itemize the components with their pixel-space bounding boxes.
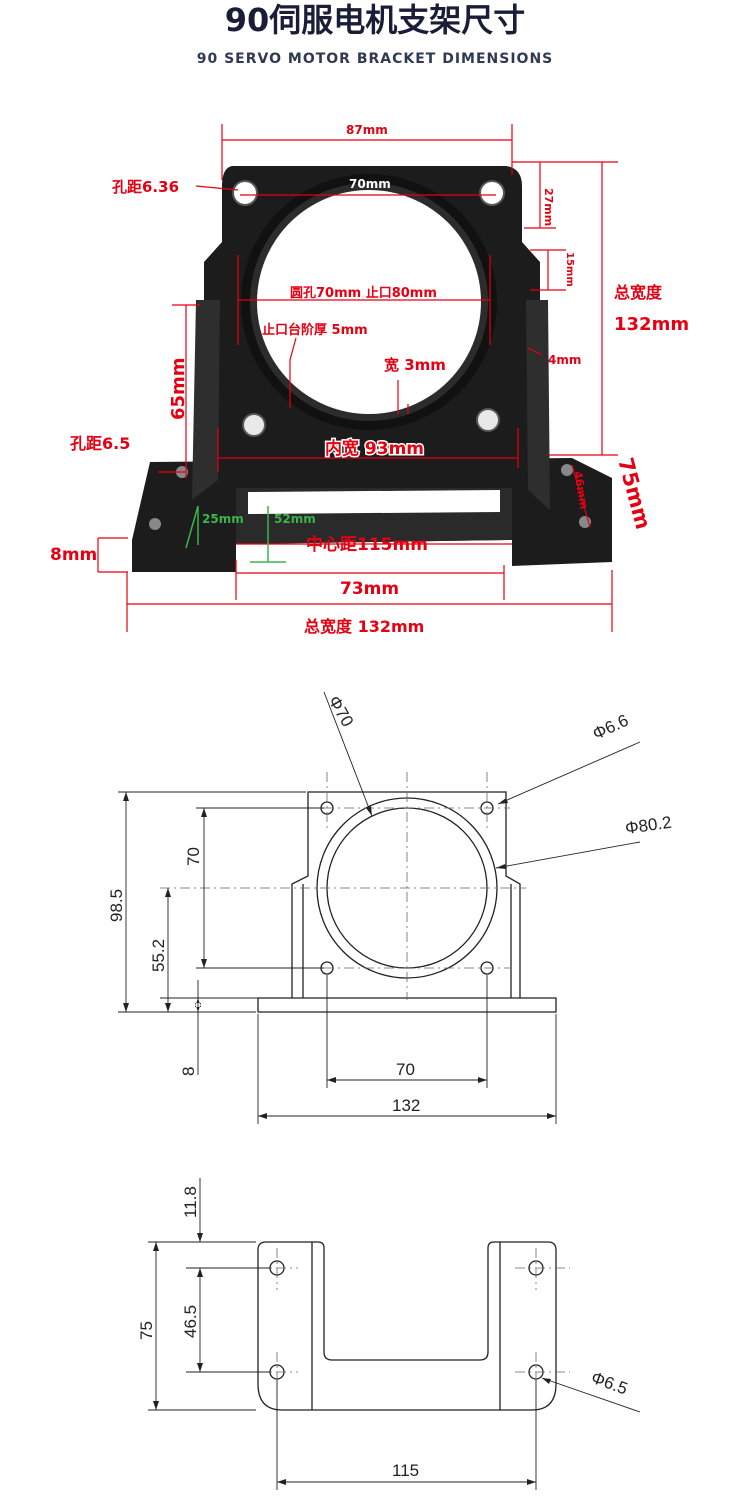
label-dim-52: 52mm <box>274 512 316 526</box>
label-depth-75: 75mm <box>613 455 655 532</box>
label-width-total: 132 <box>392 1096 420 1115</box>
label-top-width: 87mm <box>346 123 388 137</box>
label-bore-dia: Φ70 <box>325 693 358 731</box>
bracket-photo <box>132 166 612 572</box>
page-subtitle: 90 SERVO MOTOR BRACKET DIMENSIONS <box>196 51 554 67</box>
label-spigot-step: 止口台阶厚 5mm <box>262 322 368 338</box>
label-hole-spacing: 46.5 <box>181 1305 200 1338</box>
label-hole-spacing-top: 70mm <box>349 177 391 191</box>
label-hole-spacing-v: 70 <box>184 847 203 866</box>
label-base-8: 8mm <box>50 545 97 565</box>
photo-green-dimension-lines <box>185 505 286 563</box>
label-height-27: 27mm <box>542 188 555 226</box>
label-hole-spacing-h: 70 <box>396 1060 415 1079</box>
label-base-thickness: 8 <box>179 1067 198 1076</box>
label-total-width-bottom: 总宽度 132mm <box>304 617 424 636</box>
label-width-3: 宽 3mm <box>383 356 446 374</box>
photo-dimension-lines <box>97 124 618 632</box>
label-height-15: 15mm <box>564 252 575 287</box>
label-total-width-right: 总宽度 <box>614 283 663 302</box>
base-view-drawing <box>148 1178 641 1490</box>
label-hole-dia: Φ6.6 <box>590 711 632 744</box>
label-edge-offset: 11.8 <box>181 1186 200 1218</box>
label-base-hole-dia: Φ6.5 <box>589 1368 630 1399</box>
label-inner-73: 73mm <box>340 579 399 599</box>
label-height-65: 65mm <box>168 357 189 420</box>
page-title: 90伺服电机支架尺寸 <box>224 1 526 39</box>
label-height-total: 98.5 <box>107 889 126 922</box>
label-inner-width: 内宽 93mm <box>325 438 424 459</box>
label-center-distance-base: 115 <box>392 1461 419 1480</box>
label-depth-total: 75 <box>137 1321 156 1340</box>
label-thickness-4: 4mm <box>548 353 581 367</box>
label-spigot-dia: Φ80.2 <box>624 813 673 838</box>
label-center-distance: 中心距115mm <box>306 534 428 555</box>
front-view-drawing <box>118 691 641 1124</box>
label-bore: 圆孔70mm 止口80mm <box>290 285 437 301</box>
label-total-width-right-value: 132mm <box>614 314 689 335</box>
label-hole-pitch-top: 孔距6.36 <box>112 178 179 196</box>
label-dim-25: 25mm <box>202 512 244 526</box>
label-center-height: 55.2 <box>149 939 168 972</box>
label-hole-pitch-bottom: 孔距6.5 <box>70 434 130 453</box>
